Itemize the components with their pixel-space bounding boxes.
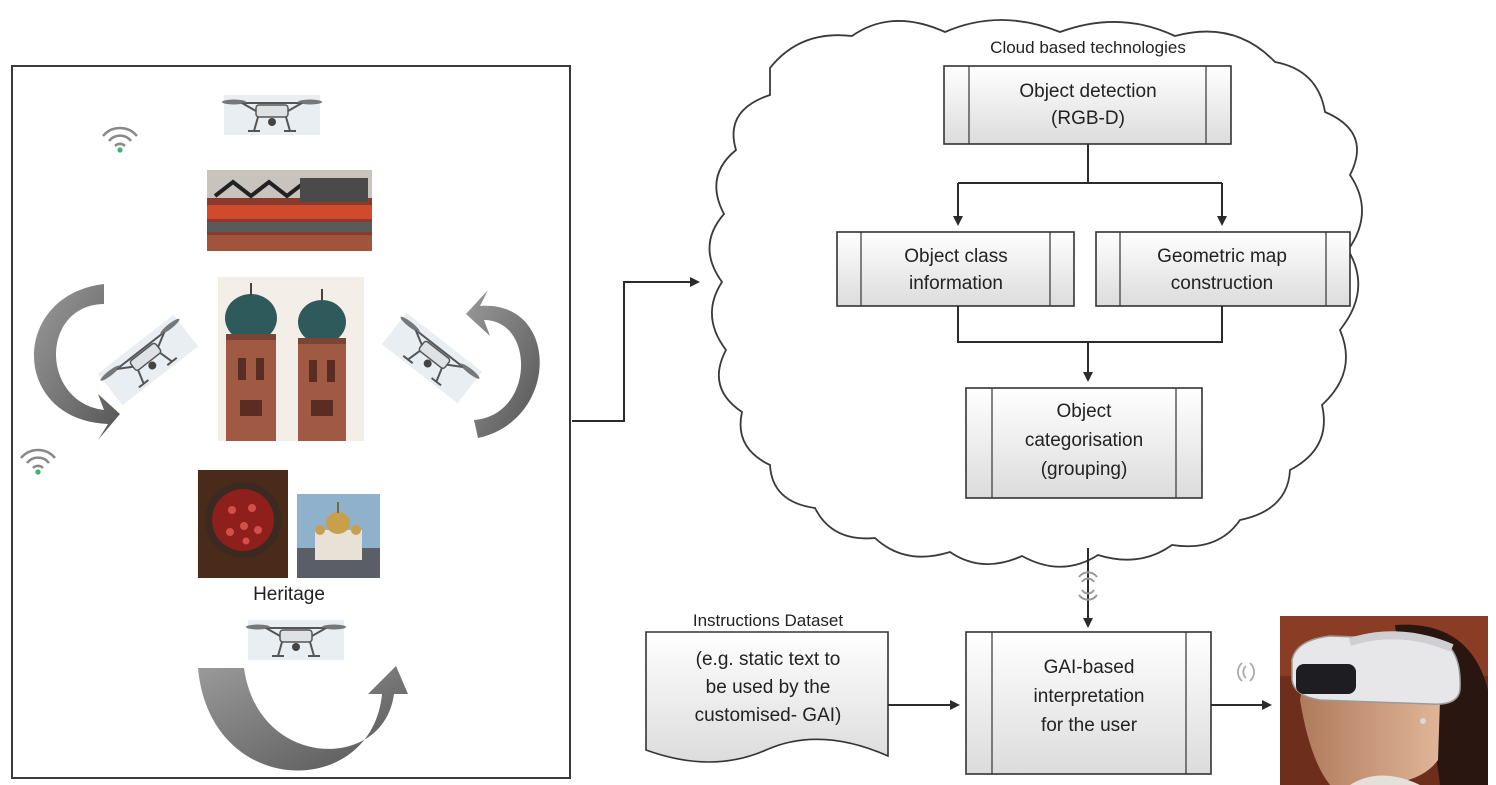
- dataset-document-shape: [645, 631, 889, 763]
- geometric-map-line-1: Geometric map: [1157, 246, 1287, 267]
- gai-line-1: GAI-based: [1044, 657, 1135, 678]
- instructions-dataset-node[interactable]: Instructions Dataset (e.g. static text t…: [645, 611, 889, 763]
- roof-texture-image: [207, 170, 372, 251]
- curved-arrow-icon: [466, 290, 540, 438]
- dataset-line-2: be used by the: [706, 677, 831, 698]
- object-detection-line-2: (RGB-D): [1051, 108, 1125, 129]
- gai-line-3: for the user: [1041, 715, 1138, 736]
- detection-branch-connector: [953, 144, 1227, 226]
- drone-scene-panel: Heritage: [11, 65, 571, 779]
- gai-interpretation-node[interactable]: GAI-based interpretation for the user: [965, 631, 1212, 775]
- signal-icon: [1078, 571, 1098, 601]
- panel-to-cloud-connector: [572, 277, 700, 422]
- object-class-line-2: information: [909, 273, 1003, 294]
- object-class-node[interactable]: Object class information: [836, 231, 1075, 307]
- categorisation-line-3: (grouping): [1041, 459, 1128, 480]
- merge-connector: [957, 306, 1223, 382]
- heritage-caption: Heritage: [253, 584, 325, 605]
- object-detection-node[interactable]: Object detection (RGB-D): [943, 65, 1232, 145]
- categorisation-line-2: categorisation: [1025, 430, 1143, 451]
- geometric-map-line-2: construction: [1171, 273, 1273, 294]
- gai-line-2: interpretation: [1034, 686, 1145, 707]
- dataset-title: Instructions Dataset: [693, 611, 844, 630]
- drone-icon: [245, 619, 347, 661]
- categorisation-line-1: Object: [1057, 401, 1113, 422]
- food-dish-image: [198, 470, 288, 578]
- signal-icon: [1237, 662, 1255, 682]
- categorisation-node[interactable]: Object categorisation (grouping): [965, 387, 1203, 499]
- church-image: [297, 494, 380, 578]
- u-turn-arrow-icon: [198, 666, 408, 771]
- dataset-line-1: (e.g. static text to: [696, 649, 841, 670]
- geometric-map-node[interactable]: Geometric map construction: [1095, 231, 1351, 307]
- vr-headset-user-image: [1280, 616, 1488, 785]
- object-class-line-1: Object class: [904, 246, 1007, 267]
- dataset-line-3: customised- GAI): [695, 705, 842, 726]
- cloud-title: Cloud based technologies: [990, 38, 1186, 57]
- drone-icon: [221, 94, 323, 136]
- object-detection-line-1: Object detection: [1019, 81, 1156, 102]
- curved-arrow-icon: [33, 284, 120, 440]
- cathedral-image: [218, 277, 364, 441]
